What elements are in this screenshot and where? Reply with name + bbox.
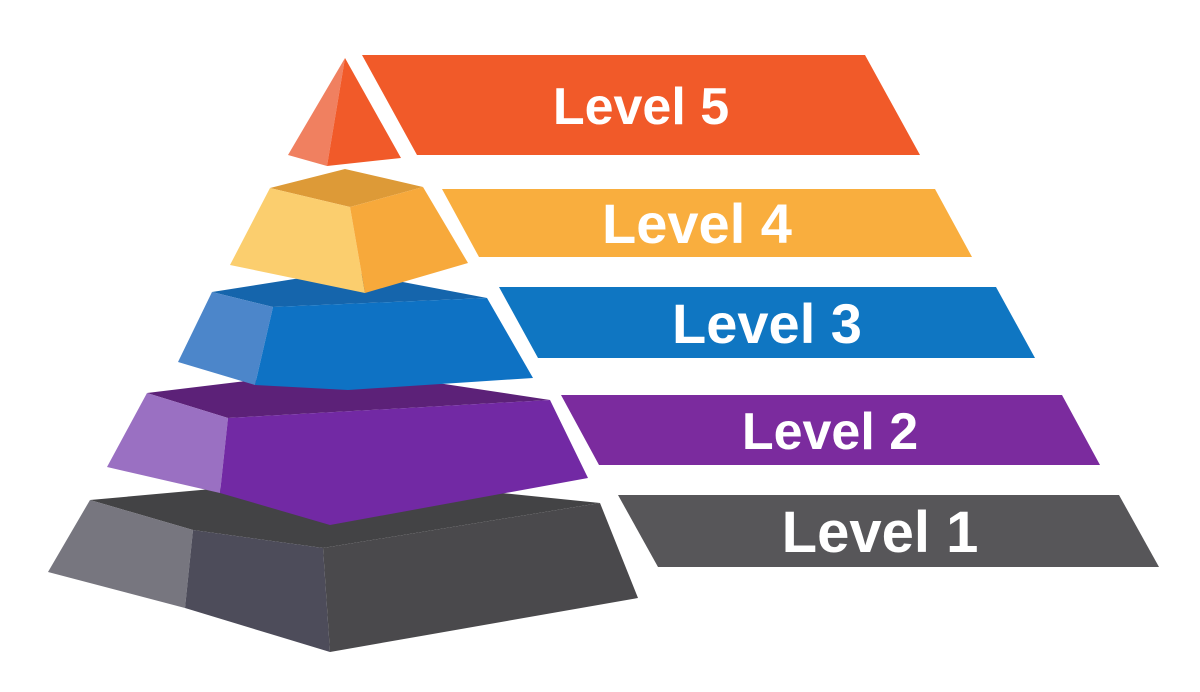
level-4-top-surface: [270, 169, 423, 207]
level-4-band-label: Level 4: [602, 192, 792, 255]
level-3-band: [499, 287, 1035, 358]
pyramid-level-5: [288, 58, 401, 166]
level-1-front-right-face: [323, 503, 638, 652]
pyramid: [48, 58, 638, 652]
level-5-left-face: [288, 58, 345, 166]
level-3-left-face: [178, 292, 273, 385]
level-3-band-label: Level 3: [672, 292, 862, 355]
level-5-band-label: Level 5: [553, 78, 729, 136]
pyramid-level-4: [230, 169, 468, 293]
level-1-front-left-face: [185, 530, 330, 652]
level-5-band: [362, 55, 920, 155]
level-4-band: [442, 189, 972, 257]
level-2-band: [561, 395, 1100, 465]
level-bands: Level 5 Level 4 Level 3 Level 2 Level 1: [362, 55, 1159, 567]
level-2-band-label: Level 2: [742, 403, 918, 461]
level-4-front-face: [350, 187, 468, 293]
level-1-band-label: Level 1: [782, 500, 979, 565]
level-2-front-face: [220, 400, 588, 525]
level-4-left-face: [230, 188, 365, 293]
level-2-left-face: [107, 393, 228, 493]
level-5-front-face: [327, 58, 401, 166]
level-3-front-face: [255, 298, 533, 390]
level-1-band: [618, 495, 1159, 567]
level-1-left-face: [48, 500, 193, 608]
